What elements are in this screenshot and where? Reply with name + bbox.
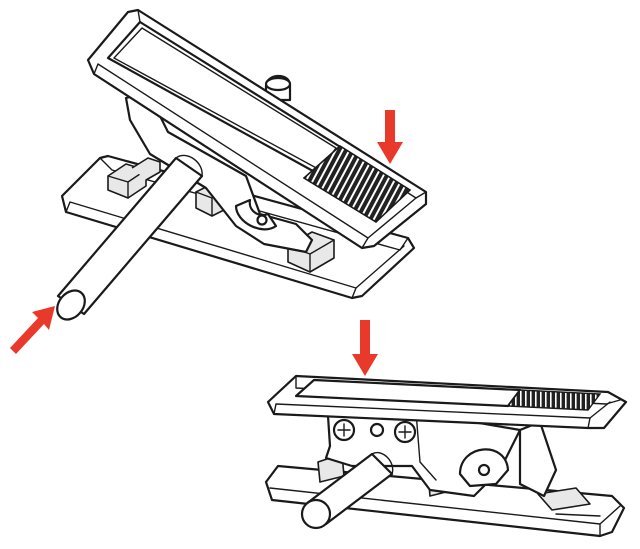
lever-handle-closed xyxy=(266,374,628,430)
insert-arrow xyxy=(10,306,55,354)
jaw-frame xyxy=(124,90,314,254)
closed-cutter-view xyxy=(264,320,628,538)
open-cutter-view xyxy=(10,8,428,354)
press-arrow-bottom xyxy=(352,320,378,376)
lever-handle xyxy=(86,8,428,250)
tube-rod-bottom xyxy=(300,451,394,530)
pivot-knob xyxy=(264,74,292,102)
side-frame xyxy=(324,410,558,498)
press-arrow-top xyxy=(377,110,403,164)
tube-rod-top xyxy=(56,154,204,321)
